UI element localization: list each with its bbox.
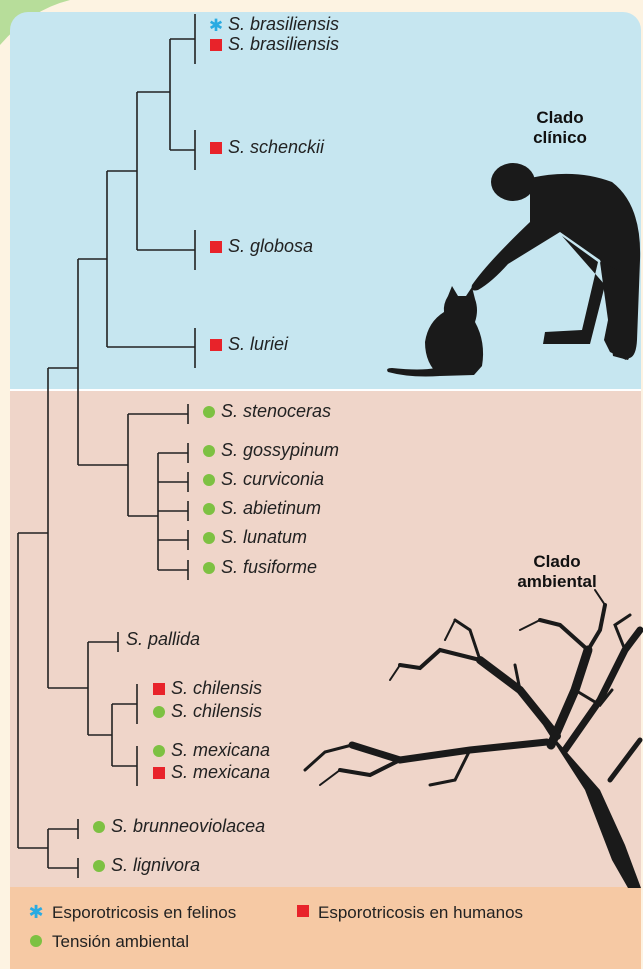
species-label: S. brasiliensis — [228, 34, 339, 54]
human-marker-icon — [210, 39, 222, 51]
legend-human-label: Esporotricosis en humanos — [318, 903, 523, 922]
species-label: S. curviconia — [221, 469, 324, 489]
species-leaf: S. curviconia — [203, 469, 324, 489]
species-leaf: S. brasiliensis — [210, 34, 339, 54]
species-leaf: ✱ S. brasiliensis — [209, 14, 339, 35]
species-leaf: S. fusiforme — [203, 557, 317, 577]
species-label: S. gossypinum — [221, 440, 339, 460]
legend-environmental-label: Tensión ambiental — [52, 932, 189, 951]
species-label: S. luriei — [228, 334, 289, 354]
species-label: S. stenoceras — [221, 401, 331, 421]
environmental-marker-icon — [203, 445, 215, 457]
environmental-marker-icon — [153, 706, 165, 718]
species-leaf: S. schenckii — [210, 137, 325, 157]
species-leaf: S. abietinum — [203, 498, 321, 518]
legend-square-icon — [297, 905, 309, 917]
species-label: S. globosa — [228, 236, 313, 256]
legend-star-icon: ✱ — [28, 902, 43, 922]
legend-feline-label: Esporotricosis en felinos — [52, 903, 236, 922]
environmental-marker-icon — [93, 821, 105, 833]
environmental-clade-label-line1: Clado — [533, 552, 580, 571]
human-marker-icon — [210, 339, 222, 351]
species-label: S. chilensis — [171, 701, 262, 721]
human-marker-icon — [153, 683, 165, 695]
environmental-marker-icon — [93, 860, 105, 872]
human-marker-icon — [210, 241, 222, 253]
environmental-marker-icon — [203, 474, 215, 486]
species-leaf: S. mexicana — [153, 762, 270, 782]
species-label: S. lunatum — [221, 527, 307, 547]
environmental-marker-icon — [203, 562, 215, 574]
environmental-marker-icon — [203, 532, 215, 544]
human-marker-icon — [153, 767, 165, 779]
legend-item-feline: ✱ Esporotricosis en felinos — [28, 902, 236, 922]
human-marker-icon — [210, 142, 222, 154]
species-label: S. schenckii — [228, 137, 325, 157]
species-label: S. lignivora — [111, 855, 200, 875]
species-label: S. pallida — [126, 629, 200, 649]
legend-circle-icon — [30, 935, 42, 947]
legend-panel — [10, 887, 641, 969]
species-leaf: S. pallida — [126, 629, 200, 649]
species-leaf: S. brunneoviolacea — [93, 816, 265, 836]
clinical-clade-label-line2: clínico — [533, 128, 587, 147]
environmental-clade-label-line2: ambiental — [517, 572, 596, 591]
legend-item-human: Esporotricosis en humanos — [297, 903, 523, 922]
environmental-marker-icon — [203, 406, 215, 418]
species-label: S. mexicana — [171, 740, 270, 760]
species-label: S. brasiliensis — [228, 14, 339, 34]
species-leaf: S. mexicana — [153, 740, 270, 760]
legend-item-environmental: Tensión ambiental — [30, 932, 189, 951]
species-label: S. chilensis — [171, 678, 262, 698]
environmental-marker-icon — [203, 503, 215, 515]
clinical-clade-label-line1: Clado — [536, 108, 583, 127]
species-leaf: S. stenoceras — [203, 401, 331, 421]
environmental-marker-icon — [153, 745, 165, 757]
species-leaf: S. gossypinum — [203, 440, 339, 460]
species-label: S. brunneoviolacea — [111, 816, 265, 836]
species-label: S. mexicana — [171, 762, 270, 782]
species-label: S. abietinum — [221, 498, 321, 518]
feline-marker-icon: ✱ — [209, 16, 223, 35]
species-label: S. fusiforme — [221, 557, 317, 577]
